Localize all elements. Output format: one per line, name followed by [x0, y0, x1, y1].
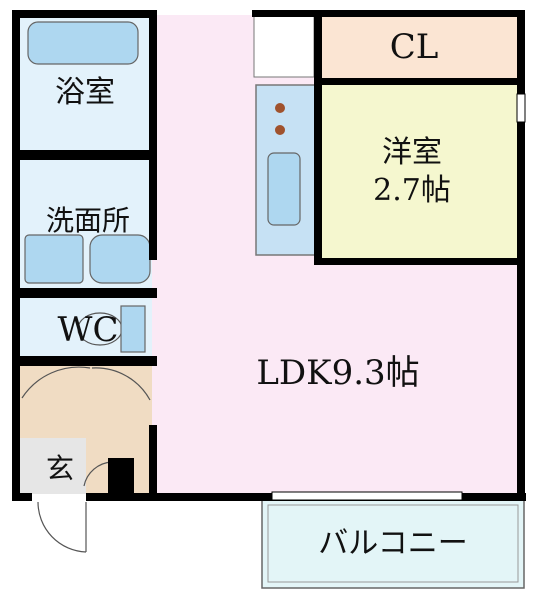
kitchen-counter	[255, 84, 317, 256]
toilet-label: WC	[58, 310, 119, 350]
closet-label: CL	[390, 27, 439, 67]
bath-label: 浴室	[55, 75, 115, 110]
toilet-fixture	[77, 305, 146, 353]
western-room-floor	[320, 85, 517, 265]
western-room-size: 2.7帖	[373, 173, 451, 208]
genkan-floor	[18, 438, 86, 494]
washing-machine	[24, 234, 84, 284]
door-swings	[21, 366, 151, 553]
bathtub	[27, 21, 139, 65]
fridge-space	[253, 14, 315, 78]
balcony	[261, 497, 525, 589]
entrance-label: 玄	[46, 452, 74, 485]
ldk-label: LDK9.3帖	[256, 353, 419, 393]
western-room-label: 洋室	[382, 135, 442, 170]
closet-floor	[320, 15, 517, 82]
washroom-label: 洗面所	[46, 204, 130, 237]
windows	[271, 93, 526, 501]
balcony-label: バルコニー	[318, 526, 467, 561]
wash-basin	[89, 234, 151, 284]
